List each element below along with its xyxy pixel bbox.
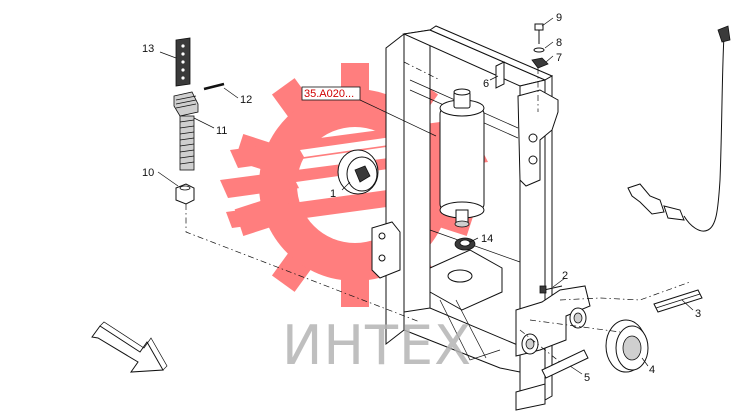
roller-hubs: [521, 307, 587, 355]
callout-8: 8: [556, 37, 562, 49]
callout-13: 13: [142, 43, 154, 55]
roller-wheel-left: [337, 149, 379, 195]
hydraulic-cylinder: [439, 88, 485, 228]
roller-wheel-right: [605, 319, 649, 373]
callout-12: 12: [240, 94, 252, 106]
wear-strip-right: [653, 289, 703, 313]
callout-11: 11: [216, 125, 227, 137]
callout-1: 1: [330, 188, 336, 200]
leader-lines: [157, 17, 694, 375]
hex-nut: [175, 183, 195, 205]
callout-6: 6: [483, 78, 489, 90]
callout-10: 10: [142, 167, 154, 179]
seal-ring: [454, 237, 476, 251]
chain-part: [175, 37, 191, 87]
reference-label-box[interactable]: 35.A020...: [301, 86, 361, 101]
arrow-right-down-icon: [91, 321, 168, 373]
bolt-small: [539, 285, 563, 294]
callout-5: 5: [584, 372, 590, 384]
bolt-stack-top: [531, 23, 549, 69]
callout-3: 3: [695, 308, 701, 320]
reference-label: 35.A020...: [304, 88, 354, 100]
callout-9: 9: [556, 12, 562, 24]
adjusting-screw: [173, 91, 199, 171]
pin: [203, 82, 225, 91]
slider-plate: [495, 61, 505, 89]
callout-7: 7: [556, 52, 562, 64]
callout-4: 4: [649, 364, 655, 376]
assembly-lines: [185, 61, 691, 363]
callout-2: 2: [562, 270, 568, 282]
callout-labels: 1 2 3 4 5 6 7 8 9 10 11 12 13 14: [142, 12, 701, 384]
watermark-text: ИНТЕХ: [282, 314, 472, 377]
callout-14: 14: [481, 233, 493, 245]
cable-assembly: [627, 25, 731, 232]
wear-strip-lower: [541, 349, 589, 379]
